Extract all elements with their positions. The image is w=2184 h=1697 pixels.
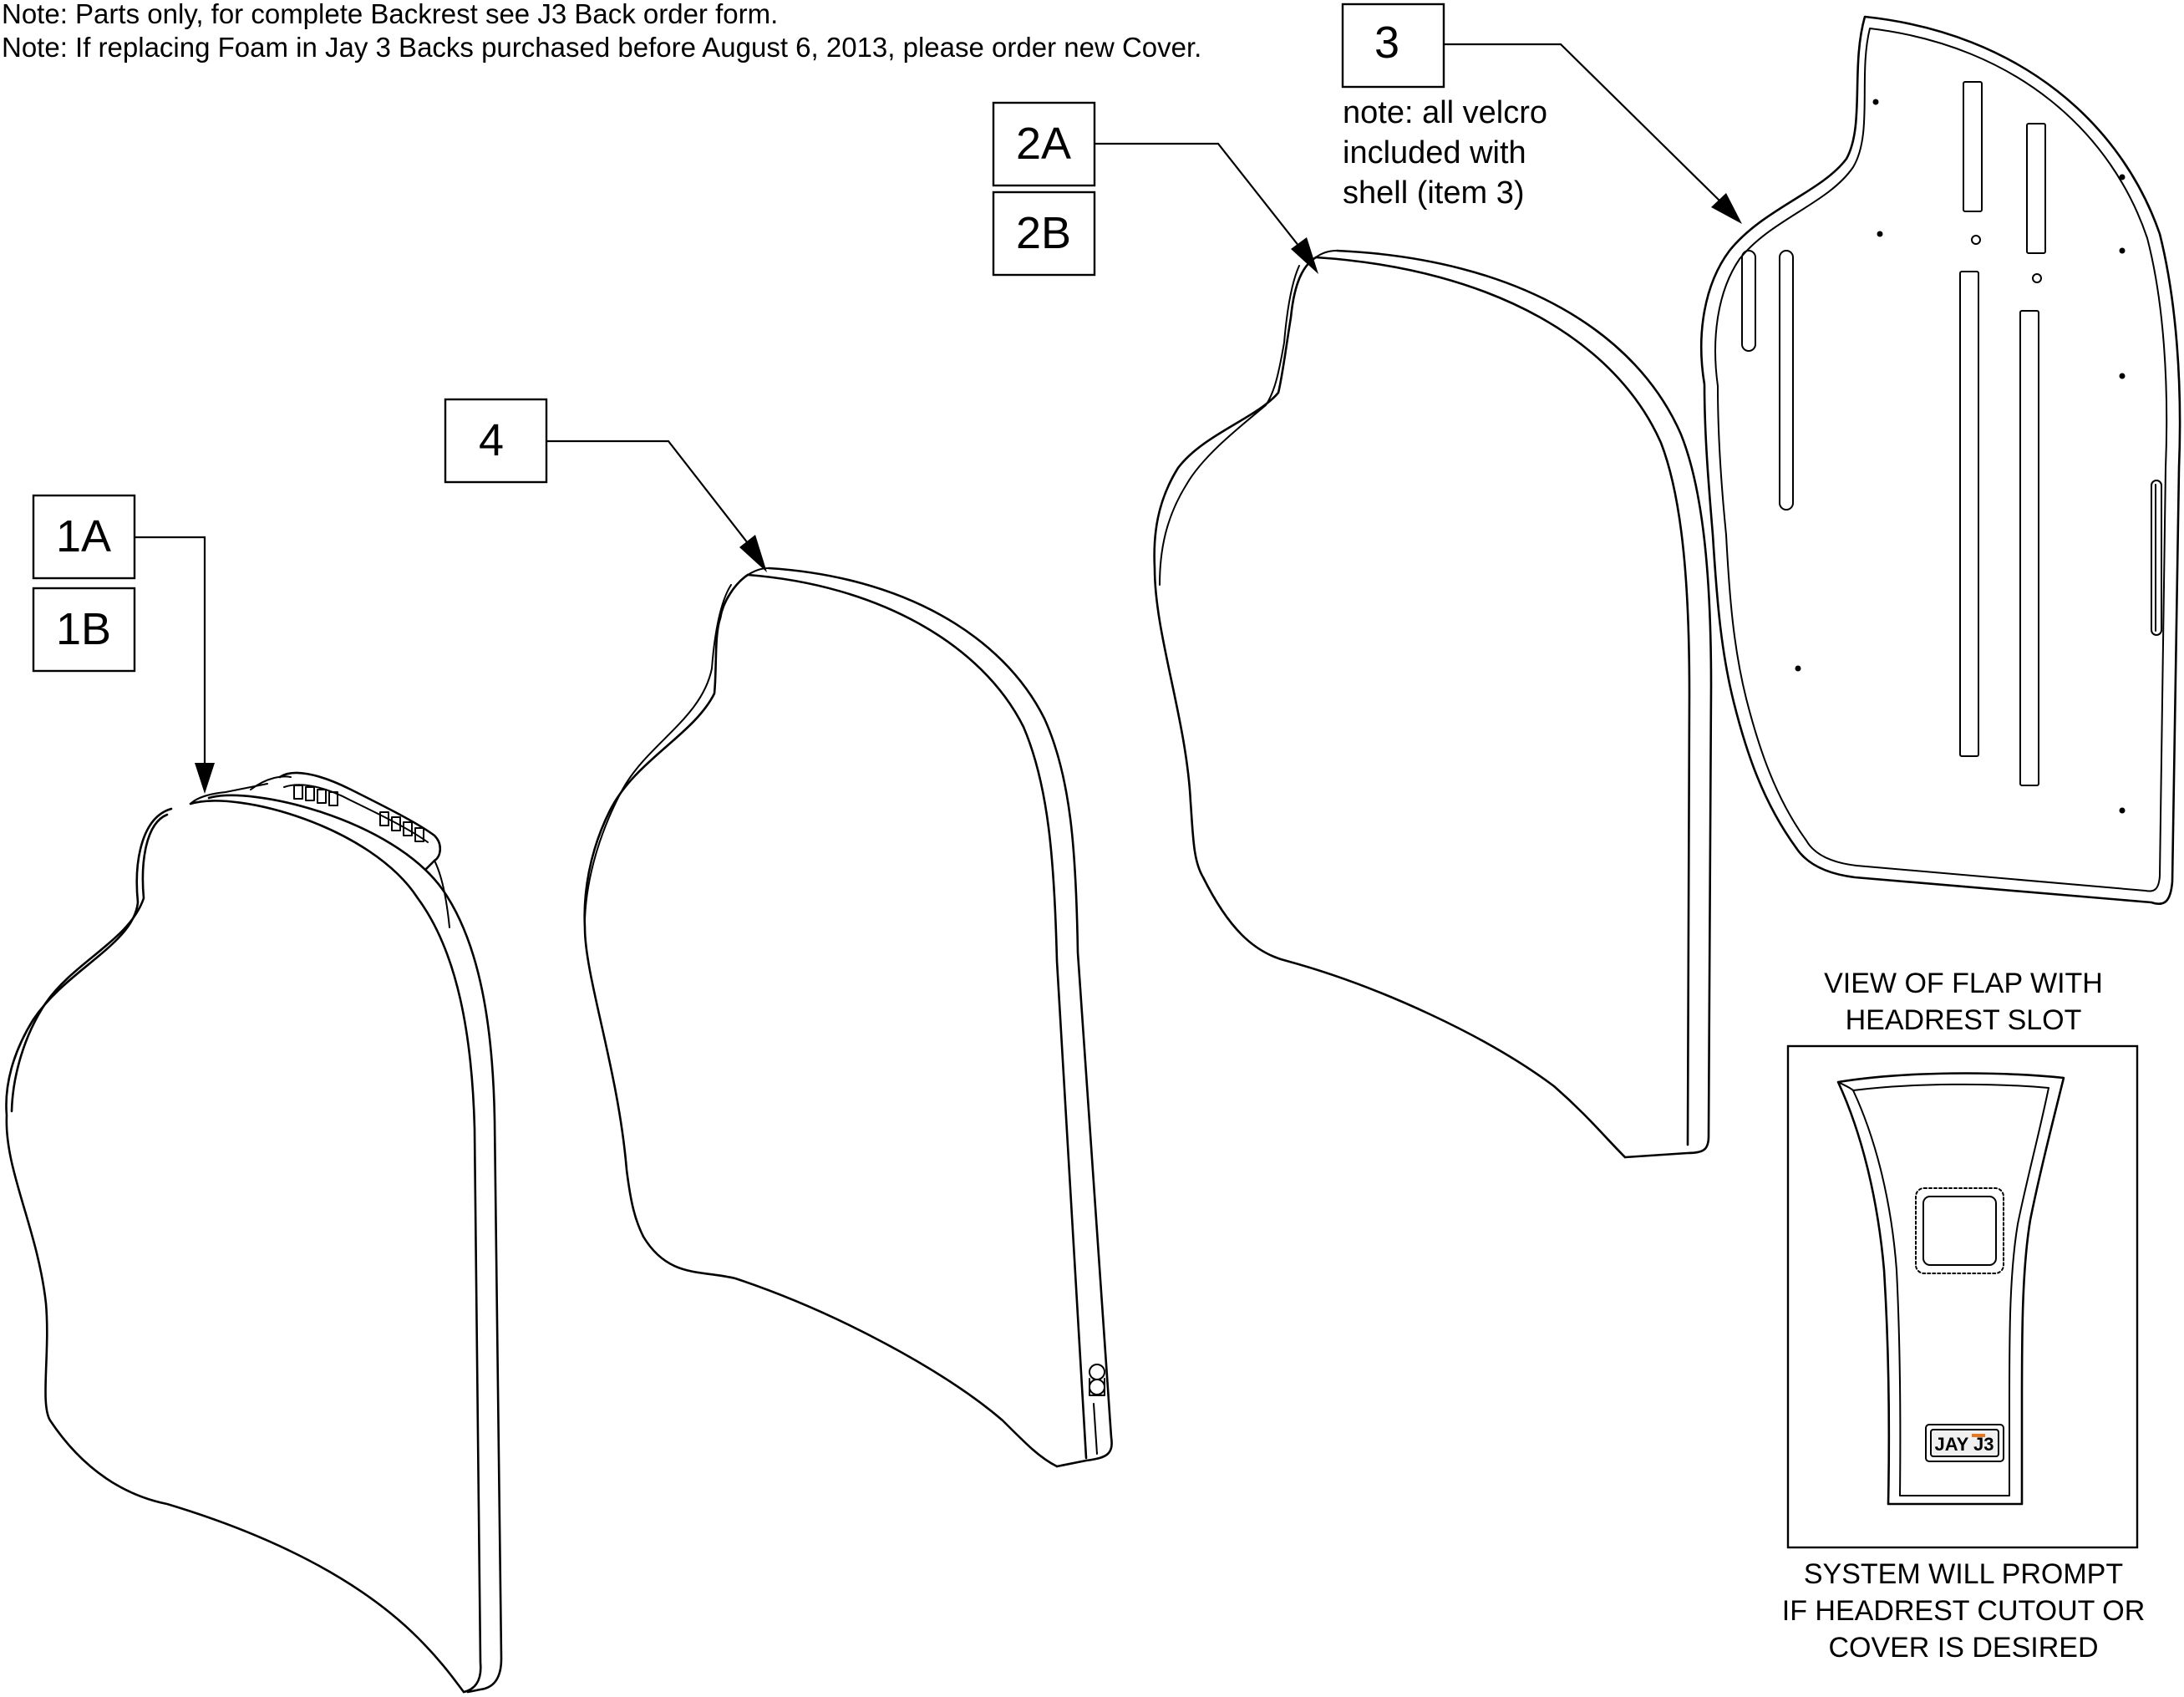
back-shell <box>1700 15 2181 906</box>
shell-note-line-1: note: all velcro <box>1343 95 1547 130</box>
shell-note-line-2: included with <box>1343 135 1526 170</box>
callout-3: 3 <box>1341 3 1742 224</box>
flap-caption-line-2: HEADREST SLOT <box>1846 1004 2082 1036</box>
cover-with-headrest-slot <box>5 771 503 1694</box>
flap-caption-line-1: VIEW OF FLAP WITH <box>1824 968 2103 999</box>
jay-j3-logo: JAY J3 <box>1925 1424 2004 1462</box>
callout-2a: 2A <box>992 101 1318 274</box>
note-parts-only: Note: Parts only, for complete Backrest … <box>2 0 778 29</box>
back-foam <box>1153 249 1713 1159</box>
callout-2b: 2B <box>992 191 1096 277</box>
shell-note-line-3: shell (item 3) <box>1343 175 1525 211</box>
label-3: 3 <box>1374 18 1399 68</box>
prompt-caption-line-1: SYSTEM WILL PROMPT <box>1804 1558 2123 1590</box>
callout-1a: 1A <box>32 494 215 794</box>
headrest-slot-vents <box>293 785 424 842</box>
note-foam-replacement: Note: If replacing Foam in Jay 3 Backs p… <box>2 32 1201 63</box>
callout-4: 4 <box>444 398 767 572</box>
zipper-pull <box>1089 1364 1105 1455</box>
jay-j3-logo-text: JAY J3 <box>1935 1434 1994 1455</box>
flap-detail-view: JAY J3 <box>1786 1044 2139 1549</box>
label-1b: 1B <box>56 604 111 654</box>
prompt-caption-line-2: IF HEADREST CUTOUT OR <box>1782 1595 2146 1627</box>
callout-1b: 1B <box>32 587 136 673</box>
label-4: 4 <box>479 415 504 465</box>
label-2b: 2B <box>1016 208 1071 258</box>
label-2a: 2A <box>1016 119 1071 169</box>
label-1a: 1A <box>56 511 111 561</box>
prompt-caption-line-3: COVER IS DESIRED <box>1828 1632 2098 1664</box>
cover-with-zipper <box>583 567 1113 1468</box>
